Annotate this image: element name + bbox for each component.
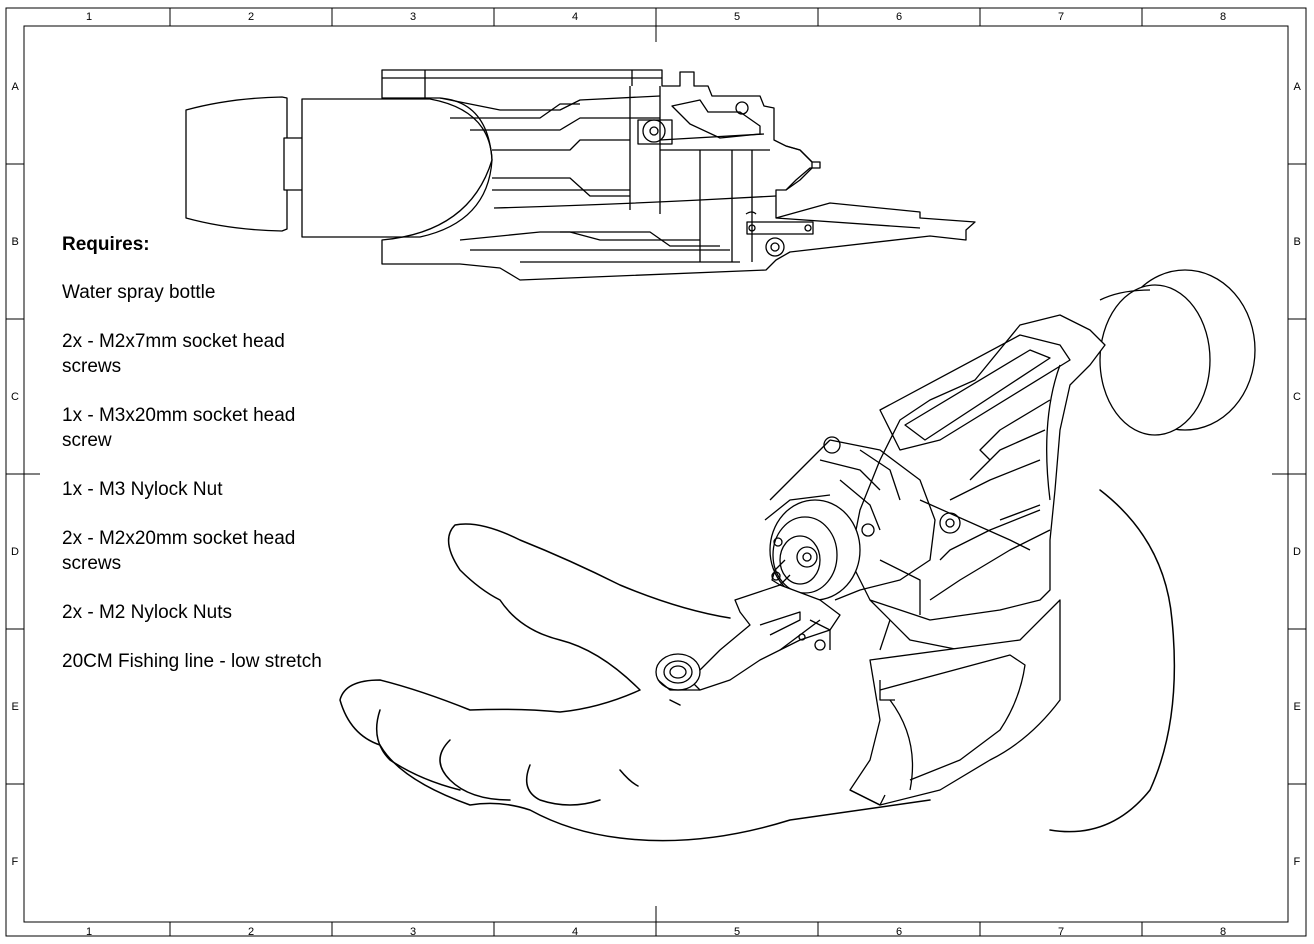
column-ticks-top bbox=[169, 8, 1143, 42]
side-view-drawing bbox=[185, 69, 976, 281]
column-label-bottom: 2 bbox=[248, 926, 255, 938]
row-label-right: F bbox=[1293, 856, 1301, 868]
row-label-right: B bbox=[1293, 236, 1301, 248]
column-label-top: 6 bbox=[896, 11, 903, 23]
requirement-item: 1x - M3x20mm socket head screw bbox=[62, 405, 296, 451]
column-label-top: 8 bbox=[1220, 11, 1227, 23]
requirements-notes: Requires: Water spray bottle 2x - M2x7mm… bbox=[62, 234, 382, 698]
hand-outline bbox=[339, 489, 1176, 842]
column-label-bottom: 1 bbox=[86, 926, 93, 938]
row-label-left: A bbox=[11, 81, 19, 93]
row-label-left: E bbox=[11, 701, 19, 713]
column-label-bottom: 5 bbox=[734, 926, 741, 938]
column-ticks-bottom bbox=[169, 906, 1143, 936]
requirement-item: 20CM Fishing line - low stretch bbox=[62, 651, 322, 672]
column-label-top: 5 bbox=[734, 11, 741, 23]
column-label-bottom: 7 bbox=[1058, 926, 1065, 938]
column-label-bottom: 6 bbox=[896, 926, 903, 938]
row-label-left: F bbox=[11, 856, 19, 868]
requirement-item: 2x - M2x7mm socket head screws bbox=[62, 331, 285, 377]
requirement-item: 1x - M3 Nylock Nut bbox=[62, 479, 223, 500]
column-label-bottom: 4 bbox=[572, 926, 579, 938]
requirement-item: 2x - M2 Nylock Nuts bbox=[62, 602, 232, 623]
row-label-right: A bbox=[1293, 81, 1301, 93]
row-label-left: C bbox=[11, 391, 19, 403]
column-label-bottom: 3 bbox=[410, 926, 417, 938]
requirement-item: Water spray bottle bbox=[62, 282, 216, 303]
column-label-top: 2 bbox=[248, 11, 255, 23]
row-label-right: D bbox=[1293, 546, 1301, 558]
requirement-item: 2x - M2x20mm socket head screws bbox=[62, 528, 296, 574]
row-ticks bbox=[6, 163, 1306, 785]
row-label-left: B bbox=[11, 236, 19, 248]
column-label-top: 4 bbox=[572, 11, 579, 23]
row-label-right: C bbox=[1293, 391, 1301, 403]
row-label-left: D bbox=[11, 546, 19, 558]
column-label-bottom: 8 bbox=[1220, 926, 1227, 938]
requirements-heading: Requires: bbox=[62, 234, 150, 255]
isometric-device-drawing bbox=[655, 269, 1256, 806]
row-label-right: E bbox=[1293, 701, 1301, 713]
column-label-top: 1 bbox=[86, 11, 93, 23]
column-label-top: 7 bbox=[1058, 11, 1065, 23]
column-label-top: 3 bbox=[410, 11, 417, 23]
